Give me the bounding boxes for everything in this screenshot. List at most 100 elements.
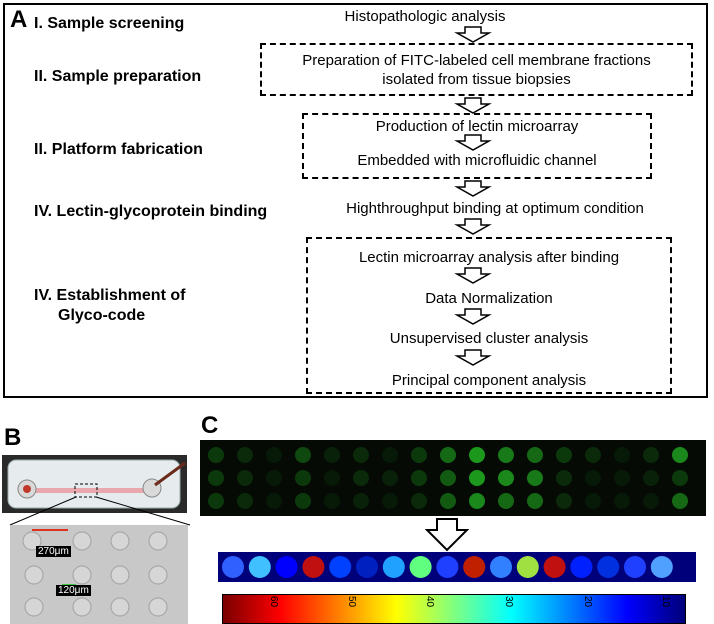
fluorescent-spot	[556, 447, 572, 463]
arrow-down-icon	[456, 218, 490, 235]
prep-box	[260, 43, 693, 96]
heatmap-spot	[436, 556, 459, 578]
flow-embedded: Embedded with microfluidic channel	[357, 152, 597, 169]
step-glyco-code-line2: Glyco-code	[58, 307, 146, 324]
colorbar-tick-60: 60	[268, 595, 280, 608]
arrow-down-icon	[456, 267, 490, 284]
fluorescent-spot	[440, 447, 456, 463]
colorbar	[222, 594, 686, 624]
fluorescent-spot	[266, 493, 282, 509]
fluorescent-spot	[324, 493, 340, 509]
fluorescent-spot	[440, 493, 456, 509]
heatmap-spot	[329, 556, 352, 578]
fluorescent-spot	[556, 493, 572, 509]
transform-arrow-icon	[425, 518, 469, 552]
panel-b-images	[2, 455, 191, 624]
fluorescent-spot	[469, 470, 485, 486]
fluorescent-spot	[527, 493, 543, 509]
heatmap-spot	[624, 556, 646, 578]
fluorescent-spot	[208, 470, 224, 486]
step-platform-fabrication: II. Platform fabrication	[34, 141, 203, 158]
fluorescence-array	[200, 440, 706, 516]
fluorescent-spot	[237, 493, 253, 509]
flow-normalization: Data Normalization	[425, 290, 553, 307]
heatmap-spot	[382, 556, 405, 578]
flow-lectin-analysis: Lectin microarray analysis after binding	[358, 249, 620, 266]
inlet-port	[23, 485, 31, 493]
fluorescent-spot	[237, 447, 253, 463]
fluorescent-spot	[585, 493, 601, 509]
zoom-region-box	[74, 483, 98, 498]
colorbar-tick-30: 30	[503, 595, 515, 608]
heatmap-strip	[218, 552, 696, 582]
step-sample-preparation: II. Sample preparation	[34, 68, 202, 85]
heatmap-spot	[597, 556, 620, 578]
fluorescent-spot	[614, 470, 630, 486]
flow-prep-line1: Preparation of FITC-labeled cell membran…	[302, 52, 651, 69]
heatmap-spot	[650, 556, 673, 578]
fluorescent-spot	[469, 447, 485, 463]
panel-c-letter: C	[201, 412, 219, 439]
flow-cluster: Unsupervised cluster analysis	[389, 330, 589, 347]
fluorescent-spot	[556, 470, 572, 486]
fluorescent-spot	[295, 470, 311, 486]
fluorescent-spot	[382, 470, 398, 486]
heatmap-spot	[463, 556, 486, 578]
fluorescent-spot	[382, 447, 398, 463]
panel-a-frame	[3, 3, 708, 398]
flow-arrows	[456, 26, 490, 366]
flow-pca: Principal component analysis	[391, 372, 587, 389]
fluorescent-spot	[469, 493, 485, 509]
arrow-down-icon	[456, 97, 490, 114]
fluorescent-spot	[440, 470, 456, 486]
fluorescent-spot	[411, 493, 427, 509]
fluorescent-spot	[585, 447, 601, 463]
step-lectin-binding: IV. Lectin-glycoprotein binding	[34, 203, 268, 220]
fluorescent-spot	[295, 447, 311, 463]
step-sample-screening: I. Sample screening	[34, 15, 185, 32]
fluorescent-spot	[208, 447, 224, 463]
heatmap-spot	[516, 556, 539, 578]
fluorescent-spot	[498, 447, 514, 463]
tubing	[154, 461, 186, 487]
flow-prep-line2: isolated from tissue biopsies	[382, 71, 571, 88]
device-chip	[7, 459, 181, 509]
heatmap-spot	[490, 556, 512, 578]
fluorescent-spot	[353, 447, 369, 463]
fluorescent-spot	[266, 447, 282, 463]
colorbar-tick-10: 10	[660, 595, 672, 608]
heatmap-spot	[222, 556, 244, 578]
fluorescent-spot	[614, 493, 630, 509]
fluorescent-spot	[498, 470, 514, 486]
fluorescent-spot	[266, 470, 282, 486]
fluorescent-spot	[324, 470, 340, 486]
fluorescent-spot	[324, 447, 340, 463]
fluorescent-spot	[614, 447, 630, 463]
heatmap-spot	[356, 556, 378, 578]
fluorescent-spot	[585, 470, 601, 486]
flow-production: Production of lectin microarray	[375, 118, 579, 135]
panel-a-letter: A	[10, 6, 28, 33]
heatmap-spot	[302, 556, 325, 578]
fluorescent-spot	[382, 493, 398, 509]
fluorescent-spot	[672, 447, 688, 463]
glyco-box	[306, 237, 672, 394]
arrow-down-icon	[456, 134, 490, 151]
heatmap-spot	[248, 556, 271, 578]
fluorescent-spot	[527, 470, 543, 486]
flow-binding: Highthroughput binding at optimum condit…	[346, 200, 644, 217]
fluorescent-spot	[498, 493, 514, 509]
flow-histopathologic: Histopathologic analysis	[344, 8, 506, 25]
fluorescent-spot	[411, 447, 427, 463]
colorbar-tick-40: 40	[424, 595, 436, 608]
scale-label-120: 120μm	[56, 585, 91, 596]
heatmap-spot	[570, 556, 593, 578]
fluorescent-spot	[672, 470, 688, 486]
microfluidic-channel	[30, 488, 150, 493]
platform-box	[302, 113, 652, 179]
fluorescent-spot	[643, 493, 659, 509]
colorbar-tick-50: 50	[346, 595, 358, 608]
fluorescent-spot	[643, 470, 659, 486]
fluorescent-spot	[643, 447, 659, 463]
fluorescent-spot	[208, 493, 224, 509]
